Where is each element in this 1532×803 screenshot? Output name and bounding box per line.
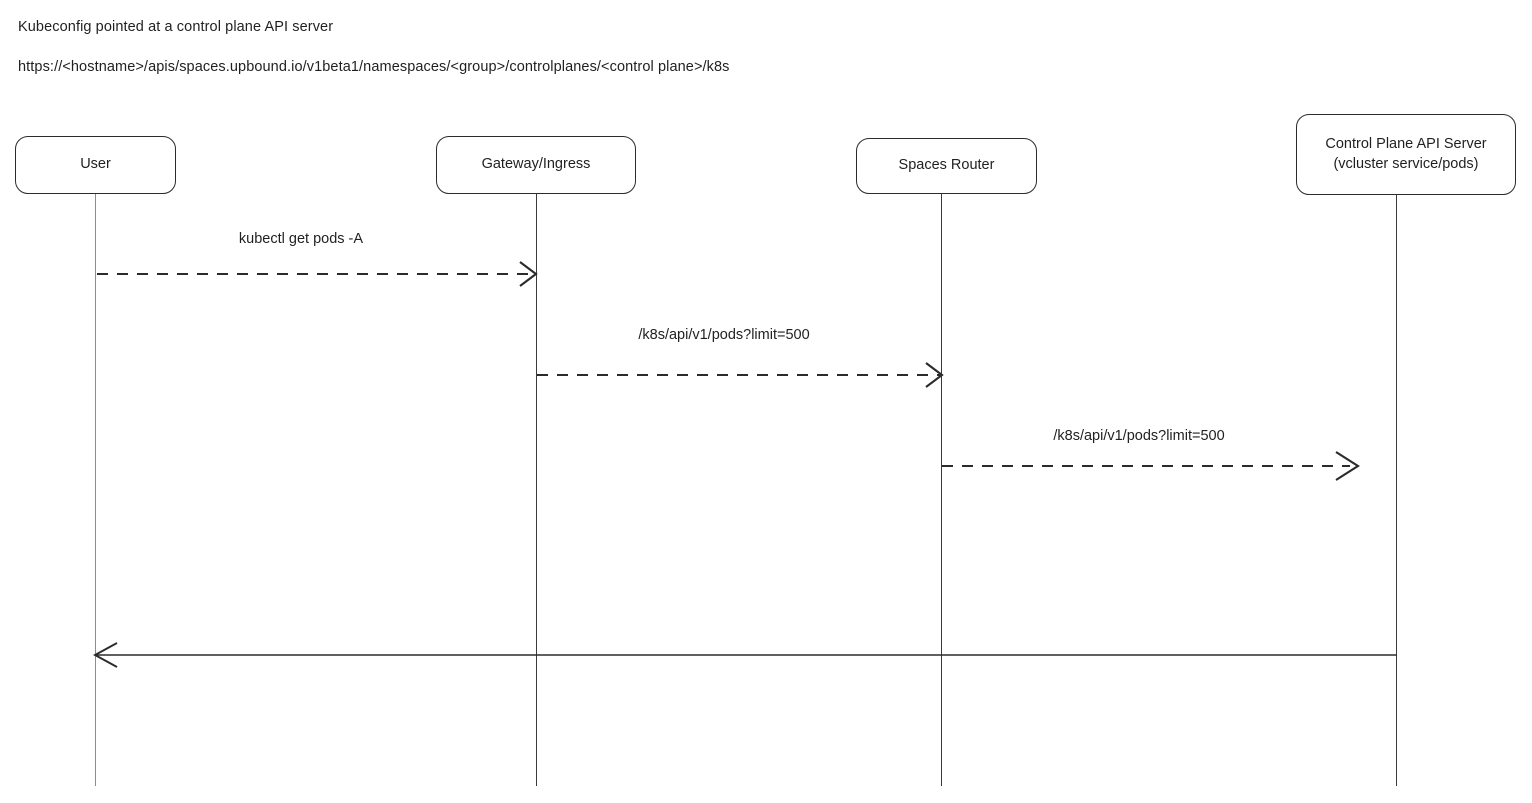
participant-sublabel-control-plane-api-server: (vcluster service/pods) bbox=[1333, 155, 1479, 172]
participant-label-user: User bbox=[80, 156, 111, 173]
lifeline-user bbox=[95, 194, 96, 786]
message-label-kubectl-get-pods: kubectl get pods -A bbox=[238, 231, 364, 247]
diagram-title-kubeconfig: Kubeconfig pointed at a control plane AP… bbox=[18, 19, 334, 35]
message-label-pods-limit-gateway-router: /k8s/api/v1/pods?limit=500 bbox=[638, 327, 810, 343]
participant-label-control-plane-api-server: Control Plane API Server bbox=[1325, 136, 1487, 153]
message-arrow-user-to-gateway bbox=[97, 261, 538, 287]
participant-label-gateway: Gateway/Ingress bbox=[481, 156, 591, 173]
message-arrow-spaces-router-to-api-server bbox=[942, 451, 1360, 481]
participant-box-user[interactable]: User bbox=[15, 136, 176, 194]
participant-box-control-plane-api-server[interactable]: Control Plane API Server (vcluster servi… bbox=[1296, 114, 1516, 195]
message-arrow-gateway-to-spaces-router bbox=[537, 362, 944, 388]
participant-box-spaces-router[interactable]: Spaces Router bbox=[856, 138, 1037, 194]
lifeline-control-plane-api-server bbox=[1396, 195, 1397, 786]
message-arrow-api-server-to-user-response bbox=[93, 642, 1397, 668]
message-label-pods-limit-router-apiserver: /k8s/api/v1/pods?limit=500 bbox=[1053, 428, 1225, 444]
lifeline-gateway bbox=[536, 194, 537, 786]
diagram-subtitle-api-url: https://<hostname>/apis/spaces.upbound.i… bbox=[18, 59, 730, 75]
lifeline-spaces-router bbox=[941, 194, 942, 786]
participant-box-gateway[interactable]: Gateway/Ingress bbox=[436, 136, 636, 194]
participant-label-spaces-router: Spaces Router bbox=[898, 157, 995, 174]
